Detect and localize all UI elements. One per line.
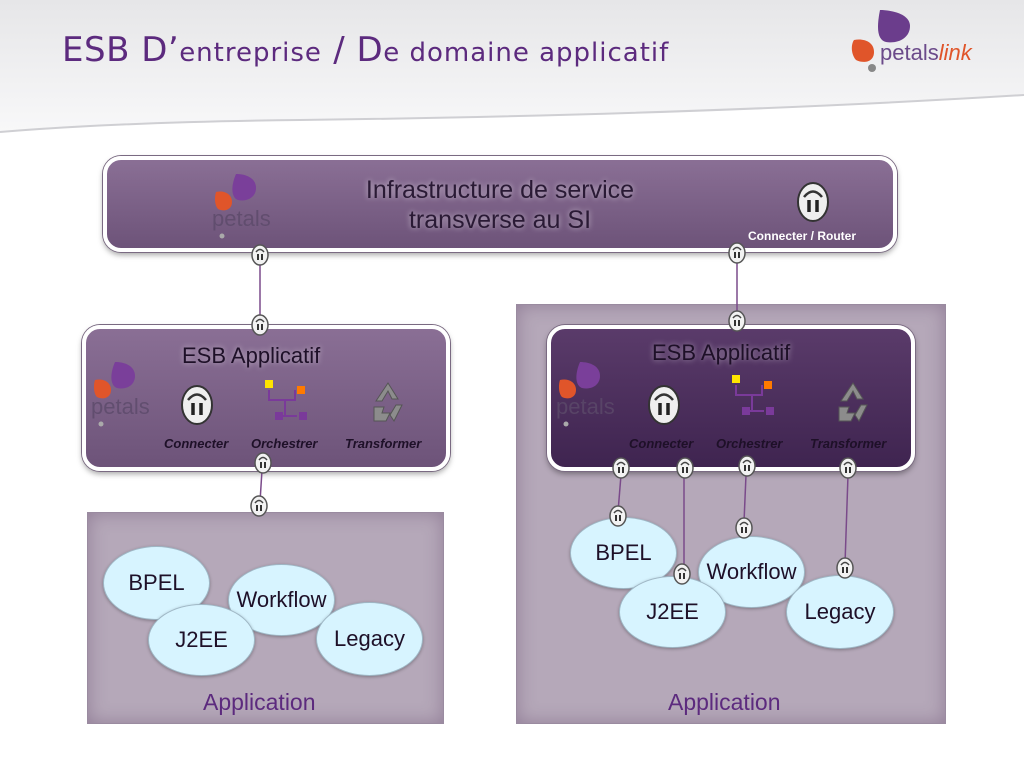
app-left-workflow: Workflow [228, 564, 335, 636]
infrastructure-title: Infrastructure de service transverse au … [365, 176, 635, 234]
esb-right-title: ESB Applicatif [652, 340, 791, 365]
app-right-workflow: Workflow [698, 536, 805, 608]
plug-icon [728, 242, 746, 264]
esb-right-cap-orchestrer: Orchestrer [716, 436, 783, 451]
recycle-icon [838, 382, 868, 422]
app-left-legacy: Legacy [316, 602, 423, 676]
esb-left-title: ESB Applicatif [182, 343, 321, 368]
petals-logo-icon [556, 362, 615, 427]
recycle-icon [373, 382, 403, 422]
esb-right-cap-connecter: Connecter [629, 436, 694, 451]
infrastructure-box [103, 156, 897, 252]
plug-icon [728, 310, 746, 332]
plug-icon [251, 244, 269, 266]
app-right-legacy: Legacy [786, 575, 894, 649]
app-left-j2ee: J2EE [148, 604, 255, 676]
plug-icon [673, 563, 691, 585]
plug-icon [251, 314, 269, 336]
plug-icon [612, 457, 630, 479]
esb-right-cap-transformer: Transformer [810, 436, 887, 451]
plug-icon [836, 557, 854, 579]
plug-icon [250, 495, 268, 517]
router-label: Connecter / Router [748, 229, 857, 243]
plug-icon [254, 452, 272, 474]
petals-logo-icon [212, 174, 271, 239]
page-title: ESB D’entreprise / De domaine applicatif [62, 30, 670, 70]
plug-icon [180, 384, 214, 426]
app-left-label: Application [203, 689, 316, 715]
header-background [0, 0, 1024, 133]
orchestrate-icon [264, 379, 308, 421]
plug-icon [609, 505, 627, 527]
esb-left-cap-connecter: Connecter [164, 436, 229, 451]
app-right-label: Application [668, 689, 781, 715]
petals-logo-icon [91, 362, 150, 427]
brand-wordmark: petalslink [880, 40, 972, 65]
plug-icon [735, 517, 753, 539]
orchestrate-icon [731, 374, 775, 416]
petalslink-logo-icon [851, 10, 910, 72]
plug-icon [839, 457, 857, 479]
esb-left-cap-transformer: Transformer [345, 436, 422, 451]
plug-icon [647, 384, 681, 426]
plug-icon [676, 457, 694, 479]
esb-left-cap-orchestrer: Orchestrer [251, 436, 318, 451]
plug-icon [796, 181, 830, 223]
plug-icon [738, 455, 756, 477]
app-right-j2ee: J2EE [619, 576, 726, 648]
